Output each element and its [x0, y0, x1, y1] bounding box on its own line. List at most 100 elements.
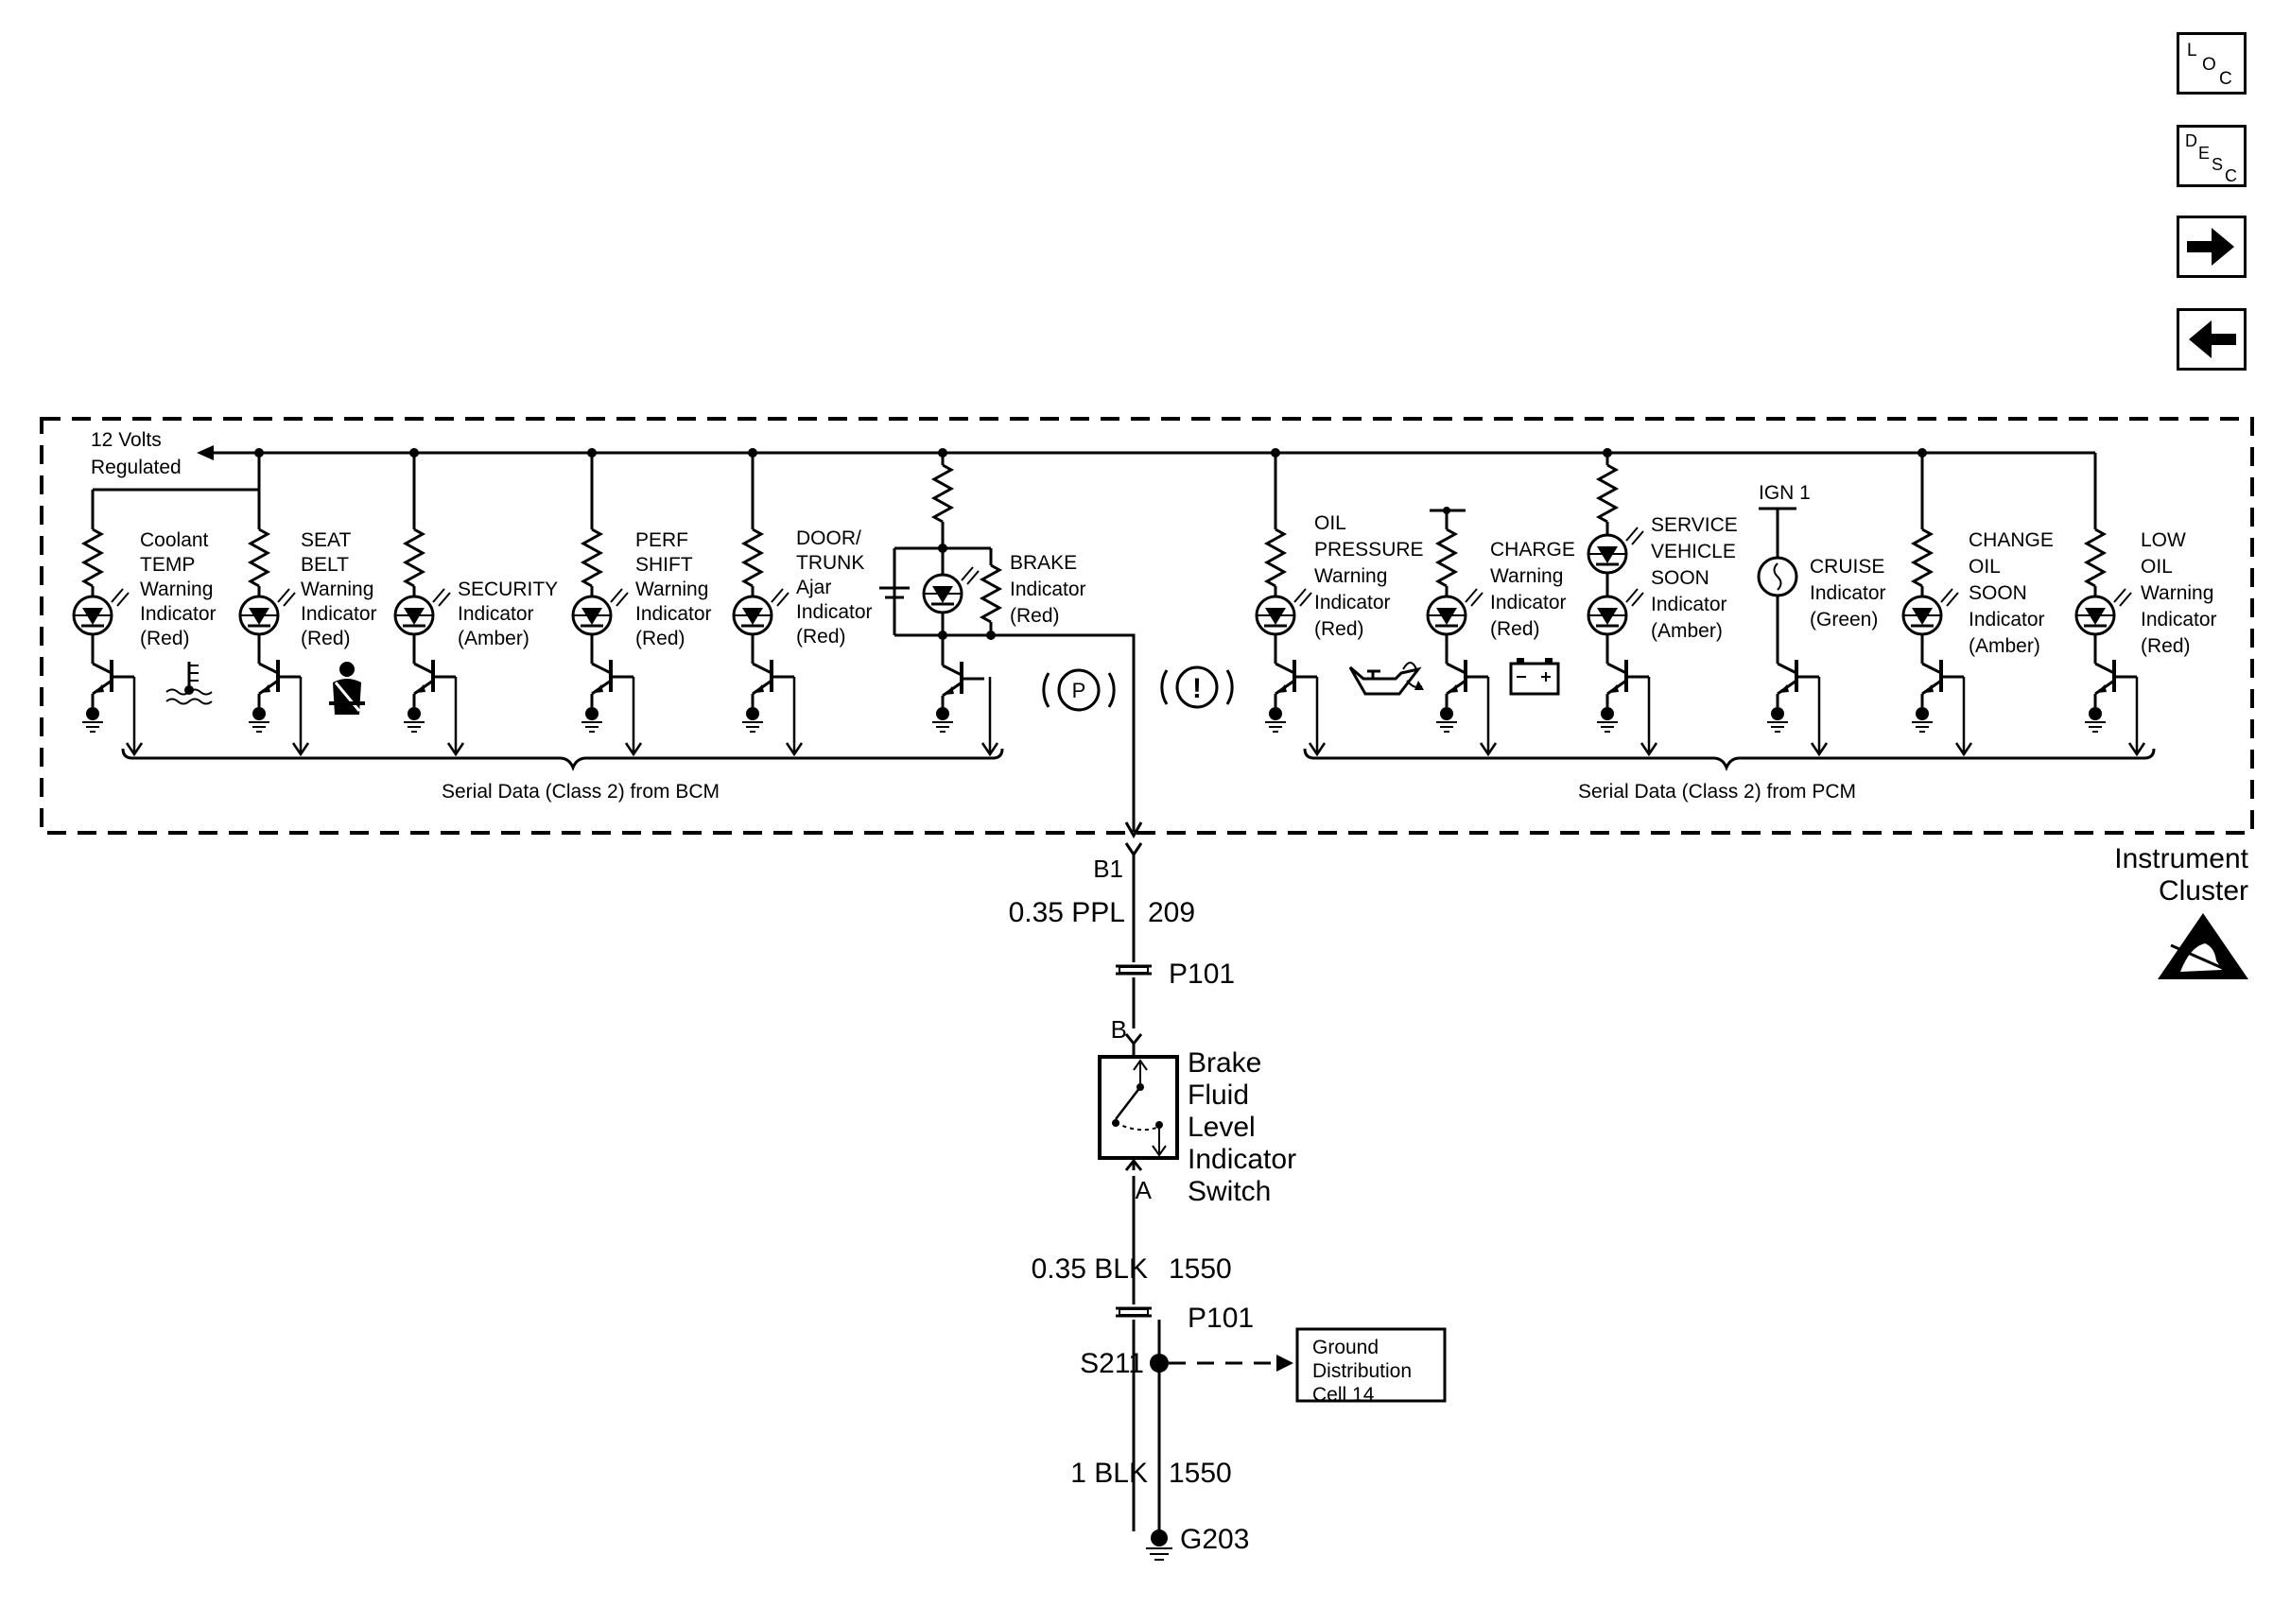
desc-icon: D E S C: [2185, 131, 2237, 184]
label-coolant: Coolant TEMP Warning Indicator (Red): [140, 529, 217, 649]
svg-text:OIL: OIL: [1314, 512, 1346, 534]
indicator-security: [393, 453, 465, 756]
svg-text:Warning: Warning: [1490, 565, 1563, 587]
indicator-service-vehicle-soon: [1587, 453, 1658, 756]
svg-text:Warning: Warning: [301, 579, 373, 600]
svg-text:(Red): (Red): [796, 626, 846, 648]
pin-b1-label: B1: [1093, 855, 1123, 883]
svg-text:VEHICLE: VEHICLE: [1651, 541, 1736, 562]
label-security: SECURITY Indicator (Amber): [458, 579, 558, 649]
ign-label: IGN 1: [1759, 482, 1811, 504]
svg-text:LOW: LOW: [2141, 529, 2186, 551]
indicator-seat-belt: [238, 490, 310, 756]
switch-line4: Indicator: [1188, 1144, 1296, 1175]
svg-text:PERF: PERF: [635, 529, 688, 551]
svg-text:Indicator: Indicator: [1651, 594, 1727, 615]
pcm-serial-label: Serial Data (Class 2) from PCM: [1578, 781, 1856, 803]
switch-line2: Fluid: [1188, 1080, 1249, 1111]
svg-text:Warning: Warning: [2141, 582, 2213, 604]
svg-text:S: S: [2212, 155, 2223, 174]
cluster-boundary: [40, 417, 2254, 835]
indicator-charge: [1426, 507, 1498, 756]
svg-text:Indicator: Indicator: [796, 601, 873, 623]
svg-text:C: C: [2225, 166, 2237, 184]
svg-text:SEAT: SEAT: [301, 529, 351, 551]
svg-text:(Red): (Red): [2141, 635, 2191, 657]
indicator-coolant-temp: [72, 490, 144, 756]
svg-text:DOOR/: DOOR/: [796, 527, 861, 549]
svg-text:Warning: Warning: [140, 579, 213, 600]
ref-line3: Cell 14: [1312, 1384, 1375, 1406]
ref-line1: Ground: [1312, 1337, 1379, 1358]
next-button[interactable]: [2177, 216, 2247, 278]
wire2-number: 1550: [1169, 1253, 1232, 1285]
svg-text:(Red): (Red): [1010, 605, 1060, 627]
svg-text:SECURITY: SECURITY: [458, 579, 558, 600]
pin-b-label: B: [1111, 1015, 1127, 1044]
bcm-serial-label: Serial Data (Class 2) from BCM: [442, 781, 720, 803]
ground-distribution-box[interactable]: [1295, 1327, 1447, 1403]
indicator-perf-shift: [571, 453, 643, 756]
loc-button[interactable]: L O C: [2177, 32, 2247, 95]
cluster-name-line1: Instrument: [2114, 843, 2248, 874]
switch-line3: Level: [1188, 1112, 1256, 1143]
svg-text:Indicator: Indicator: [140, 603, 217, 625]
ground-label: G203: [1180, 1524, 1249, 1555]
oil-can-icon: [1348, 662, 1424, 696]
indicator-oil-pressure: [1255, 453, 1327, 756]
svg-text:TEMP: TEMP: [140, 554, 195, 576]
svg-text:Indicator: Indicator: [2141, 609, 2217, 631]
switch-line1: Brake: [1188, 1047, 1261, 1079]
svg-text:Indicator: Indicator: [635, 603, 712, 625]
svg-text:P: P: [1072, 679, 1086, 702]
svg-text:SERVICE: SERVICE: [1651, 514, 1738, 536]
svg-text:OIL: OIL: [1969, 556, 2001, 578]
bcm-serial-bracket: [121, 748, 1004, 772]
loc-icon: L O C: [2187, 41, 2232, 89]
wire1-size: 0.35 PPL: [1009, 897, 1125, 928]
ref-line2: Distribution: [1312, 1360, 1412, 1382]
wire1-number: 209: [1148, 897, 1195, 928]
label-brake: BRAKE Indicator (Red): [1010, 552, 1086, 627]
arrow-right-icon: [2187, 228, 2234, 266]
brake-fluid-switch: [1098, 1055, 1179, 1160]
svg-text:(Red): (Red): [1490, 618, 1540, 640]
svg-text:Warning: Warning: [635, 579, 708, 600]
label-perf-shift: PERF SHIFT Warning Indicator (Red): [635, 529, 712, 649]
label-low-oil: LOW OIL Warning Indicator (Red): [2141, 529, 2217, 657]
parking-brake-icon: P: [1042, 668, 1116, 712]
indicator-change-oil-soon: [1901, 453, 1973, 756]
pin-a-label: A: [1136, 1176, 1153, 1204]
supply-label-line1: 12 Volts: [91, 429, 162, 451]
svg-text:(Red): (Red): [1314, 618, 1364, 640]
label-cruise: CRUISE Indicator (Green): [1810, 556, 1886, 631]
svg-text:BRAKE: BRAKE: [1010, 552, 1077, 574]
indicator-door-trunk: [732, 453, 804, 756]
label-seat-belt: SEAT BELT Warning Indicator (Red): [301, 529, 377, 649]
desc-button[interactable]: D E S C: [2177, 125, 2247, 187]
svg-text:CHANGE: CHANGE: [1969, 529, 2054, 551]
svg-text:SOON: SOON: [1651, 567, 1709, 589]
svg-text:(Green): (Green): [1810, 609, 1878, 631]
prev-button[interactable]: [2177, 308, 2247, 371]
brake-warning-icon: !: [1160, 665, 1234, 709]
svg-text:Warning: Warning: [1314, 565, 1387, 587]
pcm-serial-bracket: [1303, 748, 2156, 772]
wire3-number: 1550: [1169, 1458, 1232, 1489]
svg-text:TRUNK: TRUNK: [796, 552, 864, 574]
svg-text:Coolant: Coolant: [140, 529, 209, 551]
esd-sensitive-icon: [2158, 913, 2248, 979]
wire2-size: 0.35 BLK: [1032, 1253, 1148, 1285]
svg-text:Indicator: Indicator: [1490, 592, 1567, 613]
svg-text:Indicator: Indicator: [1810, 582, 1886, 604]
svg-text:C: C: [2219, 69, 2232, 89]
svg-text:Indicator: Indicator: [458, 603, 534, 625]
svg-text:E: E: [2198, 144, 2210, 163]
svg-text:Indicator: Indicator: [301, 603, 377, 625]
svg-text:Indicator: Indicator: [1010, 579, 1086, 600]
label-oil-pressure: OIL PRESSURE Warning Indicator (Red): [1314, 512, 1424, 640]
svg-text:Ajar: Ajar: [796, 577, 831, 598]
svg-text:(Red): (Red): [140, 628, 190, 649]
indicator-brake: [879, 453, 1143, 839]
